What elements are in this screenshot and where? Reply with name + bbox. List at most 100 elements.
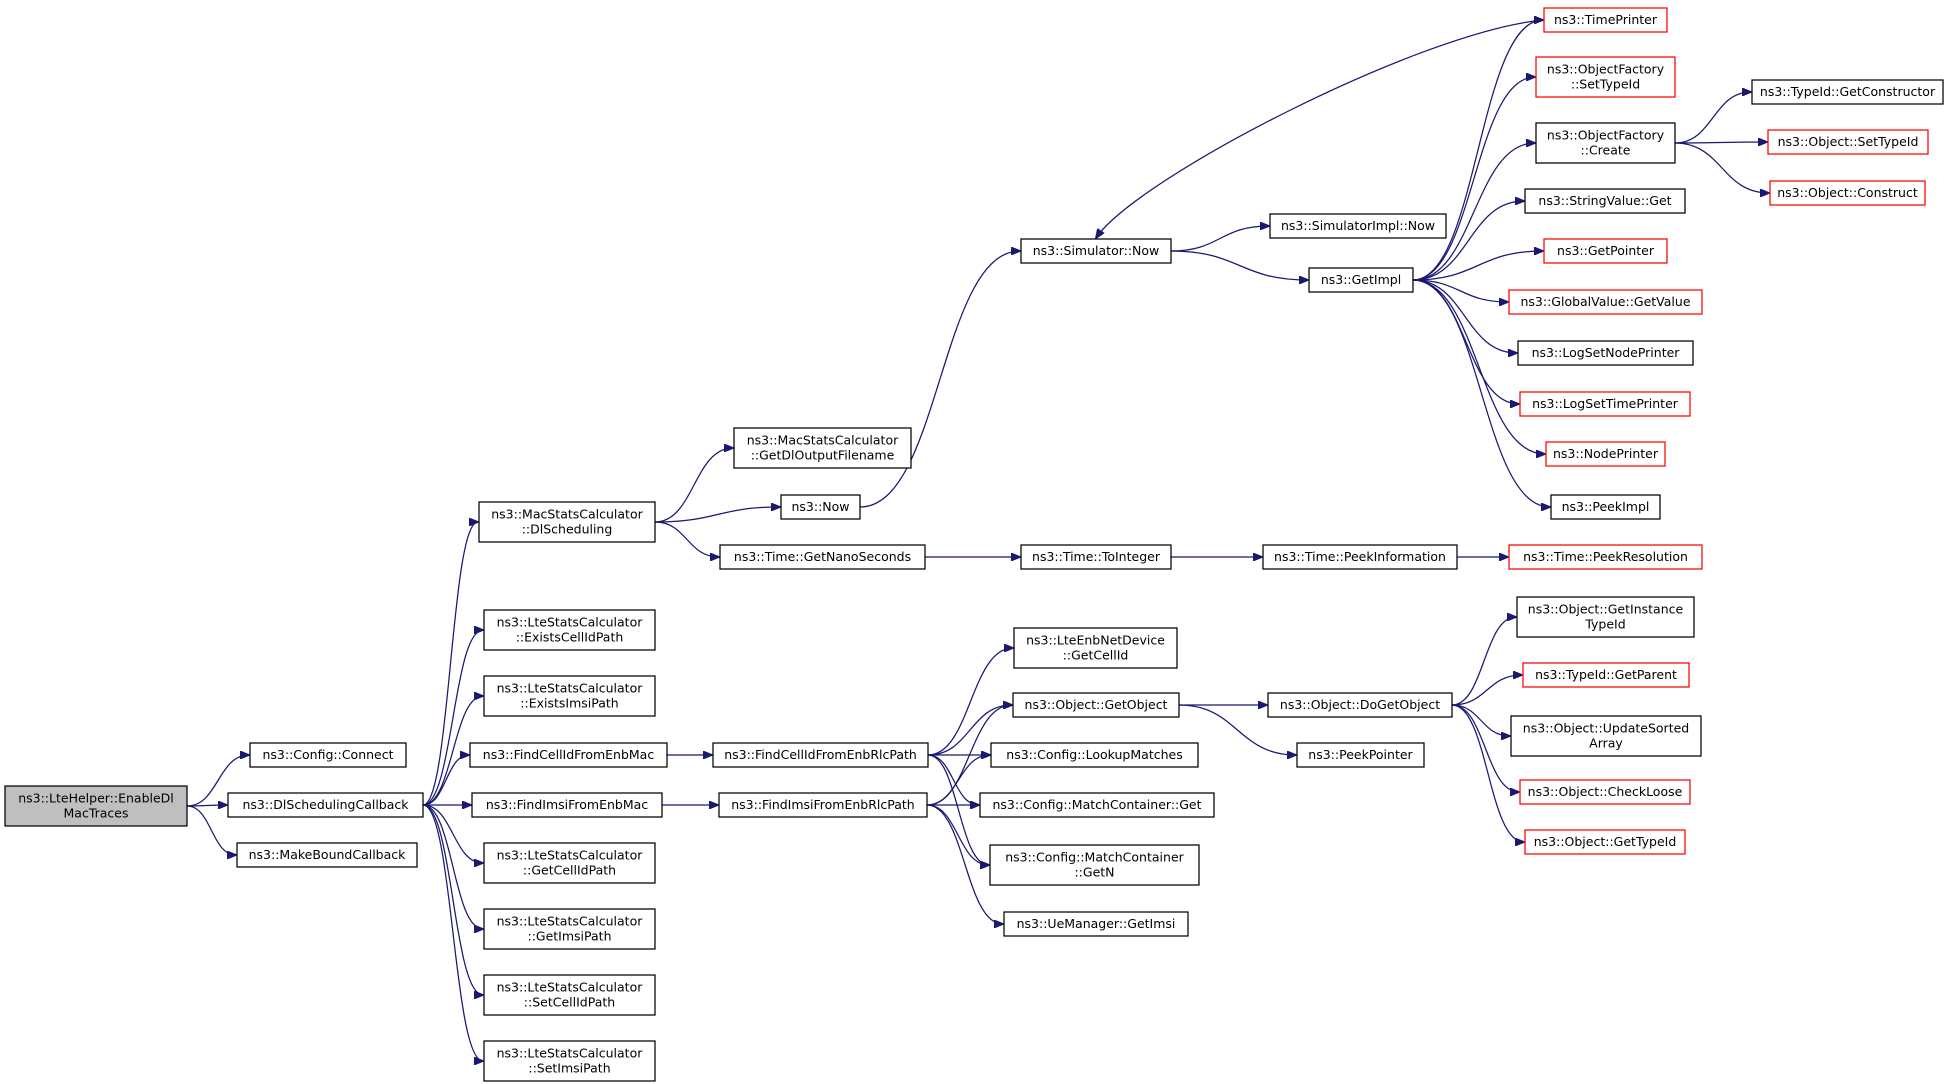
node-findcell-mac[interactable]: ns3::FindCellIdFromEnbMac <box>469 742 668 768</box>
node-box[interactable] <box>469 742 668 768</box>
node-box[interactable] <box>1519 779 1691 805</box>
node-logtime[interactable]: ns3::LogSetTimePrinter <box>1519 391 1691 417</box>
node-uemgr[interactable]: ns3::UeManager::GetImsi <box>1003 911 1189 937</box>
node-box[interactable] <box>249 742 407 768</box>
node-obj-construct[interactable]: ns3::Object::Construct <box>1769 180 1926 206</box>
node-box[interactable] <box>979 792 1215 818</box>
node-box[interactable] <box>990 742 1199 768</box>
node-peekimpl[interactable]: ns3::PeekImpl <box>1550 494 1661 520</box>
node-macstats-dl[interactable]: ns3::MacStatsCalculator::DlScheduling <box>478 501 656 543</box>
node-dlsched[interactable]: ns3::DlSchedulingCallback <box>227 792 424 818</box>
node-macstats-fn[interactable]: ns3::MacStatsCalculator::GetDlOutputFile… <box>733 427 912 469</box>
node-exists-cell[interactable]: ns3::LteStatsCalculator::ExistsCellIdPat… <box>483 609 656 651</box>
node-box[interactable] <box>989 844 1200 886</box>
node-box[interactable] <box>733 427 912 469</box>
node-of-create[interactable]: ns3::ObjectFactory::Create <box>1535 122 1676 164</box>
node-box[interactable] <box>483 974 656 1016</box>
node-box[interactable] <box>780 494 861 520</box>
node-globalval[interactable]: ns3::GlobalValue::GetValue <box>1508 289 1703 315</box>
node-nodeprinter[interactable]: ns3::NodePrinter <box>1545 441 1666 467</box>
node-set-cell[interactable]: ns3::LteStatsCalculator::SetCellIdPath <box>483 974 656 1016</box>
node-box[interactable] <box>1519 391 1691 417</box>
node-get-imsi[interactable]: ns3::LteStatsCalculator::GetImsiPath <box>483 908 656 950</box>
node-box[interactable] <box>1508 289 1703 315</box>
node-getpointer[interactable]: ns3::GetPointer <box>1543 238 1668 264</box>
node-tointeger[interactable]: ns3::Time::ToInteger <box>1020 544 1172 570</box>
node-box[interactable] <box>1550 494 1661 520</box>
node-obj-settype[interactable]: ns3::Object::SetTypeId <box>1767 129 1929 155</box>
node-findimsi-rlc[interactable]: ns3::FindImsiFromEnbRlcPath <box>718 792 928 818</box>
node-box[interactable] <box>1524 829 1686 855</box>
node-checkloose[interactable]: ns3::Object::CheckLoose <box>1519 779 1691 805</box>
node-findimsi-mac[interactable]: ns3::FindImsiFromEnbMac <box>471 792 663 818</box>
node-box[interactable] <box>1020 544 1172 570</box>
node-peekres[interactable]: ns3::Time::PeekResolution <box>1508 544 1703 570</box>
node-gettypeid[interactable]: ns3::Object::GetTypeId <box>1524 829 1686 855</box>
node-box[interactable] <box>712 742 929 768</box>
node-getimpl[interactable]: ns3::GetImpl <box>1308 267 1414 293</box>
node-lognode[interactable]: ns3::LogSetNodePrinter <box>1517 340 1694 366</box>
node-mc-get[interactable]: ns3::Config::MatchContainer::Get <box>979 792 1215 818</box>
node-box[interactable] <box>1020 238 1172 264</box>
node-box[interactable] <box>1545 441 1666 467</box>
node-box[interactable] <box>1267 692 1453 718</box>
node-getconstructor[interactable]: ns3::TypeId::GetConstructor <box>1751 79 1944 105</box>
node-box[interactable] <box>1012 692 1180 718</box>
node-box[interactable] <box>483 908 656 950</box>
node-box[interactable] <box>1543 7 1668 33</box>
node-box[interactable] <box>1003 911 1189 937</box>
node-enb-getcell[interactable]: ns3::LteEnbNetDevice::GetCellId <box>1013 627 1178 669</box>
node-box[interactable] <box>1296 742 1425 768</box>
node-strval[interactable]: ns3::StringValue::Get <box>1524 188 1686 214</box>
node-box[interactable] <box>1767 129 1929 155</box>
node-box[interactable] <box>1508 544 1703 570</box>
node-box[interactable] <box>483 1040 656 1082</box>
node-box[interactable] <box>719 544 926 570</box>
node-findcell-rlc[interactable]: ns3::FindCellIdFromEnbRlcPath <box>712 742 929 768</box>
node-getobject[interactable]: ns3::Object::GetObject <box>1012 692 1180 718</box>
node-box[interactable] <box>1535 56 1676 98</box>
node-box[interactable] <box>1308 267 1414 293</box>
node-box[interactable] <box>1769 180 1926 206</box>
node-gettime[interactable]: ns3::Time::GetNanoSeconds <box>719 544 926 570</box>
node-connect[interactable]: ns3::Config::Connect <box>249 742 407 768</box>
node-box[interactable] <box>1524 188 1686 214</box>
node-dogetobject[interactable]: ns3::Object::DoGetObject <box>1267 692 1453 718</box>
node-box[interactable] <box>1269 213 1447 239</box>
node-box[interactable] <box>1522 662 1690 688</box>
node-timeprinter[interactable]: ns3::TimePrinter <box>1543 7 1668 33</box>
node-box[interactable] <box>1262 544 1458 570</box>
node-sim-now[interactable]: ns3::Simulator::Now <box>1020 238 1172 264</box>
node-makebound[interactable]: ns3::MakeBoundCallback <box>236 842 418 868</box>
node-now[interactable]: ns3::Now <box>780 494 861 520</box>
node-box[interactable] <box>4 785 188 827</box>
node-simimpl-now[interactable]: ns3::SimulatorImpl::Now <box>1269 213 1447 239</box>
node-box[interactable] <box>1510 715 1702 757</box>
node-box[interactable] <box>1517 340 1694 366</box>
node-getparent[interactable]: ns3::TypeId::GetParent <box>1522 662 1690 688</box>
node-box[interactable] <box>1751 79 1944 105</box>
node-exists-imsi[interactable]: ns3::LteStatsCalculator::ExistsImsiPath <box>483 675 656 717</box>
node-box[interactable] <box>471 792 663 818</box>
node-box[interactable] <box>1535 122 1676 164</box>
node-peekpointer[interactable]: ns3::PeekPointer <box>1296 742 1425 768</box>
node-box[interactable] <box>1543 238 1668 264</box>
node-box[interactable] <box>483 609 656 651</box>
node-mc-getn[interactable]: ns3::Config::MatchContainer::GetN <box>989 844 1200 886</box>
node-of-settype[interactable]: ns3::ObjectFactory::SetTypeId <box>1535 56 1676 98</box>
node-box[interactable] <box>1516 596 1695 638</box>
node-peekinfo[interactable]: ns3::Time::PeekInformation <box>1262 544 1458 570</box>
node-get-cell[interactable]: ns3::LteStatsCalculator::GetCellIdPath <box>483 842 656 884</box>
node-lookup[interactable]: ns3::Config::LookupMatches <box>990 742 1199 768</box>
node-box[interactable] <box>718 792 928 818</box>
node-box[interactable] <box>483 842 656 884</box>
node-box[interactable] <box>478 501 656 543</box>
node-box[interactable] <box>227 792 424 818</box>
node-box[interactable] <box>236 842 418 868</box>
node-set-imsi[interactable]: ns3::LteStatsCalculator::SetImsiPath <box>483 1040 656 1082</box>
node-box[interactable] <box>1013 627 1178 669</box>
node-box[interactable] <box>483 675 656 717</box>
